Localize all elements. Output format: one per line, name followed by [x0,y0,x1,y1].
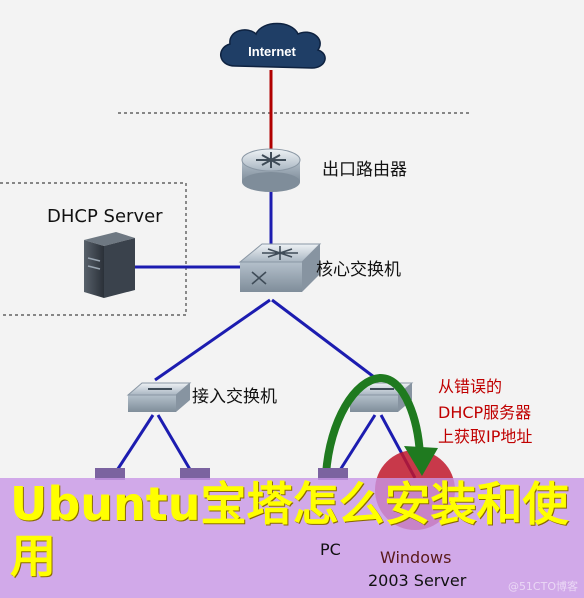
green-arrow-icon [322,373,424,475]
internet-label: Internet [248,44,296,59]
access-switch-1-icon [126,382,192,412]
title-banner [0,478,584,598]
access1-pc2-link [156,414,197,479]
error-note-line-3: 上获取IP地址 [438,427,532,446]
server-icon [84,232,135,298]
watermark: @51CTO博客 [507,580,578,593]
core-switch-label: 核心交换机 [316,260,401,280]
pc-label: PC [320,540,341,559]
core-access2-link [271,298,379,382]
access-switch-label: 接入交换机 [192,387,277,407]
internet-cloud-icon: Internet [220,22,326,69]
banner-title: Ubuntu宝塔怎么安装和使用 [10,477,569,583]
windows-label-line-2: 2003 Server [368,571,467,590]
access2-pc-link [333,414,377,479]
router-icon [241,148,301,192]
pc-icon [318,468,348,480]
access1-pc1-link [110,414,155,479]
error-note-line-1: 从错误的 [438,377,502,396]
router-label: 出口路由器 [322,160,407,180]
dhcp-server-label: DHCP Server [47,206,163,227]
core-switch-icon [238,243,322,292]
core-access1-link [154,298,271,382]
client-pc-1-icon [95,468,125,480]
dhcp-server-zone [0,182,187,316]
windows-label-line-1: Windows [380,548,451,567]
error-note-line-2: DHCP服务器 [438,403,531,422]
client-pc-2-icon [180,468,210,480]
